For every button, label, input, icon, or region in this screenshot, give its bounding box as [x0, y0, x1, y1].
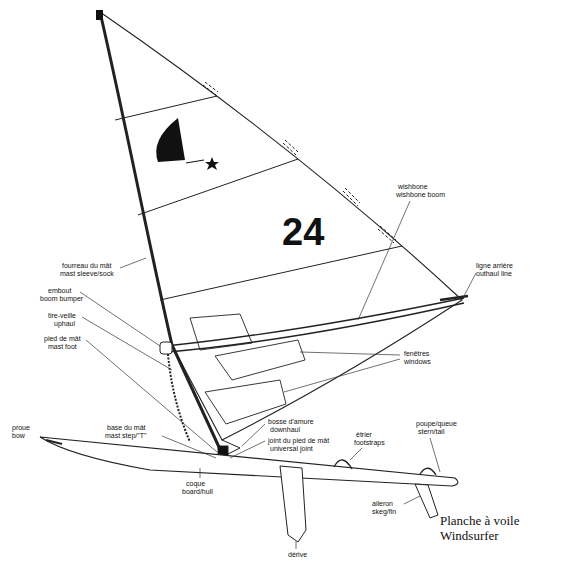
- leader-lines: [80, 201, 476, 549]
- part-label: ligne arrière: [476, 262, 513, 269]
- part-label: fenêtres: [404, 350, 429, 357]
- footstrap: [334, 460, 352, 469]
- daggerboard: [280, 466, 306, 542]
- footstrap: [420, 468, 436, 475]
- part-label: boom bumper: [40, 295, 83, 302]
- part-label: tire-veille: [48, 312, 76, 319]
- part-label: mast step/"T": [105, 432, 147, 439]
- part-label: wishbone boom: [396, 191, 445, 198]
- part-label: aileron: [372, 500, 393, 507]
- part-label: windows: [404, 358, 431, 365]
- part-label: fourreau du mât: [62, 262, 111, 269]
- part-label: downhaul: [270, 426, 300, 433]
- sail-seam: [115, 96, 217, 120]
- outhaul: [440, 296, 468, 300]
- mast: [100, 12, 224, 458]
- part-label: board/hull: [182, 488, 213, 495]
- part-label: embout: [48, 287, 71, 294]
- wishbone-boom: [166, 298, 464, 346]
- part-label: footstraps: [354, 439, 385, 446]
- boom-bumper: [160, 342, 172, 354]
- part-label: uphaul: [54, 320, 75, 327]
- part-label: bow: [12, 432, 25, 439]
- part-label: pied de mât: [44, 335, 81, 342]
- part-label: joint du pied de mât: [268, 437, 329, 444]
- caption: Planche à voile Windsurfer: [440, 514, 540, 544]
- part-label: mast foot: [48, 343, 77, 350]
- part-label: proue: [12, 424, 30, 431]
- bow-detail: [46, 440, 62, 444]
- star-symbol: [205, 157, 219, 170]
- skeg: [415, 484, 438, 518]
- part-label: mast sleeve/sock: [60, 270, 114, 277]
- wishbone-boom: [168, 303, 464, 352]
- sail-number: 24: [282, 213, 324, 251]
- part-label: coque: [186, 480, 205, 487]
- part-label: base du mât: [107, 424, 146, 431]
- sail-logo: [156, 118, 185, 162]
- sail-logo: [186, 160, 204, 163]
- part-label: dérive: [288, 551, 307, 558]
- mast-tip: [96, 10, 103, 20]
- part-label: stern/tail: [418, 428, 444, 435]
- part-label: skeg/fin: [372, 508, 396, 515]
- uphaul-rope: [168, 354, 190, 442]
- part-label: outhaul line: [476, 270, 512, 277]
- part-label: wishbone: [398, 183, 428, 190]
- part-label: étrier: [356, 431, 372, 438]
- part-label: bosse d'amure: [268, 418, 314, 425]
- part-label: poupe/queue: [416, 420, 457, 427]
- board: [40, 437, 458, 486]
- sail-seam: [160, 246, 402, 300]
- part-label: universal joint: [270, 445, 313, 452]
- sail-seam: [138, 159, 298, 215]
- sail: [100, 12, 462, 440]
